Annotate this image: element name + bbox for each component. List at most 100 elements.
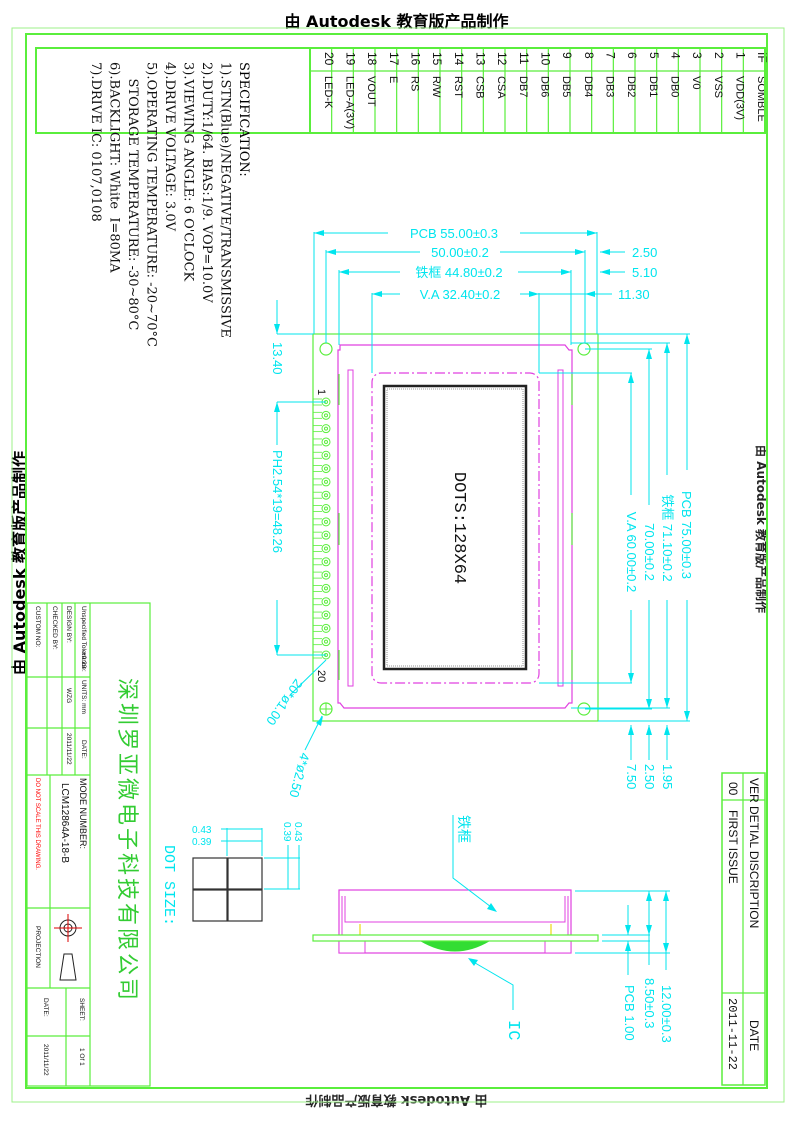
pin-table-frame: [35, 47, 766, 134]
pin-symbol: E: [387, 76, 399, 83]
dim-pin-holes: 20*ø1.00: [263, 676, 306, 728]
pin-symbol: VSS: [712, 76, 724, 98]
pin-symbol: LED-A(3V): [344, 76, 356, 129]
dot-pitch-v: 0.43: [292, 822, 303, 842]
pin-symbol: V0: [690, 76, 702, 89]
pin-number: 17: [387, 52, 401, 66]
bezel-outline: [337, 344, 573, 709]
side-dimensions: [452, 815, 670, 1010]
pin-hole: [321, 424, 331, 434]
projection-symbol-icon: [54, 914, 82, 981]
pin-hole: [321, 490, 331, 500]
dimension-arrows: [274, 230, 690, 735]
pin-table: IFSOMBLE1VDD(3V)2VSS3V04DB05DB16DB27DB38…: [35, 47, 769, 134]
watermark-top: 由 Autodesk 教育版产品制作: [284, 12, 509, 31]
pin-symbol: DB6: [539, 76, 551, 97]
pin-hole: [321, 557, 331, 567]
viewing-area: [371, 372, 540, 684]
dim-offset-11-30: 11.30: [618, 287, 650, 302]
dim-offset-7-50: 7.50: [624, 764, 639, 789]
pin-number: 3: [690, 52, 704, 59]
side-view: [312, 889, 599, 954]
pin-symbol: VDD(3V): [734, 76, 746, 120]
scale-warning: DO NOT SCALE THIS DRAWING.: [34, 778, 40, 870]
spec-line: 3).VIEWING ANGLE: 6 O'CLOCK: [181, 62, 196, 281]
pin-number: 16: [409, 52, 423, 66]
pin-hole: [321, 543, 331, 553]
pin-number: 2: [712, 52, 726, 59]
spec-line: 1).STN(Blue)/NEGATIVE/TRANSMISSIVE: [218, 62, 233, 338]
pin-hole: [321, 437, 331, 447]
pin-number: 8: [582, 52, 596, 59]
label-ic-callout: IC: [503, 1020, 522, 1040]
model-label: MODE NUMBER:: [78, 778, 88, 849]
pin-symbol: DB2: [625, 76, 637, 97]
pin-number: 19: [344, 52, 358, 66]
pin-number: 14: [452, 52, 466, 66]
spec-line: STORAGE TEMPERATURE: -30~80°C: [125, 62, 140, 330]
custom-no-label: CUSTOM NO:: [34, 606, 41, 648]
rev-desc: FIRST ISSUE: [726, 810, 740, 884]
pin-symbol: R/W: [430, 76, 442, 98]
pin-number: 15: [430, 52, 444, 66]
pin-symbol: DB3: [604, 76, 616, 97]
dim-offset-5-10: 5.10: [632, 265, 657, 280]
dot-width-v: 0.39: [281, 822, 292, 842]
dot-size-detail: DOT SIZE: 0.43 0.39 0.43 0.39: [160, 822, 303, 926]
company-name: 深圳罗亚微电子科技有限公司: [115, 678, 140, 1003]
dim-pin-pitch: PH2.54*19=48.26: [270, 450, 285, 553]
dim-offset-2-50: 2.50: [632, 245, 657, 260]
specification-block: SPECIFICATION: 1).STN(Blue)/NEGATIVE/TRA…: [88, 62, 251, 347]
design-value: WZG: [65, 688, 72, 703]
spec-line: 4).DRIVE VOLTAGE: 3.0V: [162, 62, 177, 232]
pcb-outline: [312, 333, 599, 722]
dim-pcb-width: PCB 55.00±0.3: [410, 226, 498, 241]
mount-hole: [319, 342, 333, 356]
pin-number: IF: [755, 52, 769, 63]
pin-number: 12: [495, 52, 509, 66]
pin-hole: [321, 610, 331, 620]
dim-bezel-width: 铁框 44.80±0.2: [415, 265, 502, 280]
pin-symbol: RS: [409, 76, 421, 91]
tolerance-value: ±0.20: [80, 652, 87, 669]
spec-line: 6).BACKLIGHT: White I=80MA: [107, 62, 122, 273]
units-label: UNITS: mm: [80, 680, 87, 714]
title-block-text: 深圳罗亚微电子科技有限公司 Unspecified Tolerance: ±0.…: [34, 606, 140, 1076]
pin-symbol: LED-K: [322, 76, 334, 109]
pin-header: [313, 397, 331, 660]
pin-hole: [321, 477, 331, 487]
pin-hole: [321, 464, 331, 474]
pin-number: 5: [647, 52, 661, 59]
sheet-border: [11, 27, 785, 1103]
dim-bezel-length: 铁框 71.10±0.2: [660, 494, 675, 581]
pin-20-label: 20: [315, 670, 327, 682]
revision-table: VER DETIAL DISCRIPTION DATE 00 FIRST ISS…: [721, 772, 766, 1086]
pin-number: 4: [669, 52, 683, 59]
pin-number: 11: [517, 52, 531, 65]
pin-number: 13: [474, 52, 488, 66]
pin-hole: [321, 504, 331, 514]
rev-ver: 00: [726, 782, 740, 796]
drawing-frame: [25, 33, 768, 1089]
design-label: DESIGN BY:: [65, 606, 72, 643]
pin-symbol: DB7: [517, 76, 529, 97]
dim-va-width: V.A 32.40±0.2: [420, 287, 500, 302]
dim-thickness-module: 8.50±0.3: [642, 978, 657, 1029]
pin-number: 18: [365, 52, 379, 66]
rev-header-date: DATE: [747, 1020, 761, 1051]
pin-hole: [321, 583, 331, 593]
dots-label: DOTS:128X64: [449, 472, 468, 584]
rev-header-ver: VER: [747, 778, 761, 803]
pin-symbol: DB1: [647, 76, 659, 97]
dim-offset-2-50b: 2.50: [642, 764, 657, 789]
pin-symbol: VOUT: [365, 76, 377, 107]
rev-header-desc: DETIAL DISCRIPTION: [747, 806, 761, 928]
projection-label: PROJECTION: [34, 926, 41, 968]
dot-pitch-h: 0.43: [192, 825, 212, 836]
dim-thickness-total: 12.00±0.3: [659, 985, 674, 1043]
spec-line: 5).OPERATING TEMPERATURE: -20~70°C: [144, 62, 159, 347]
pin-1-label: 1: [315, 389, 327, 395]
dim-top-offset: 13.40: [270, 342, 285, 375]
pin-hole: [321, 517, 331, 527]
